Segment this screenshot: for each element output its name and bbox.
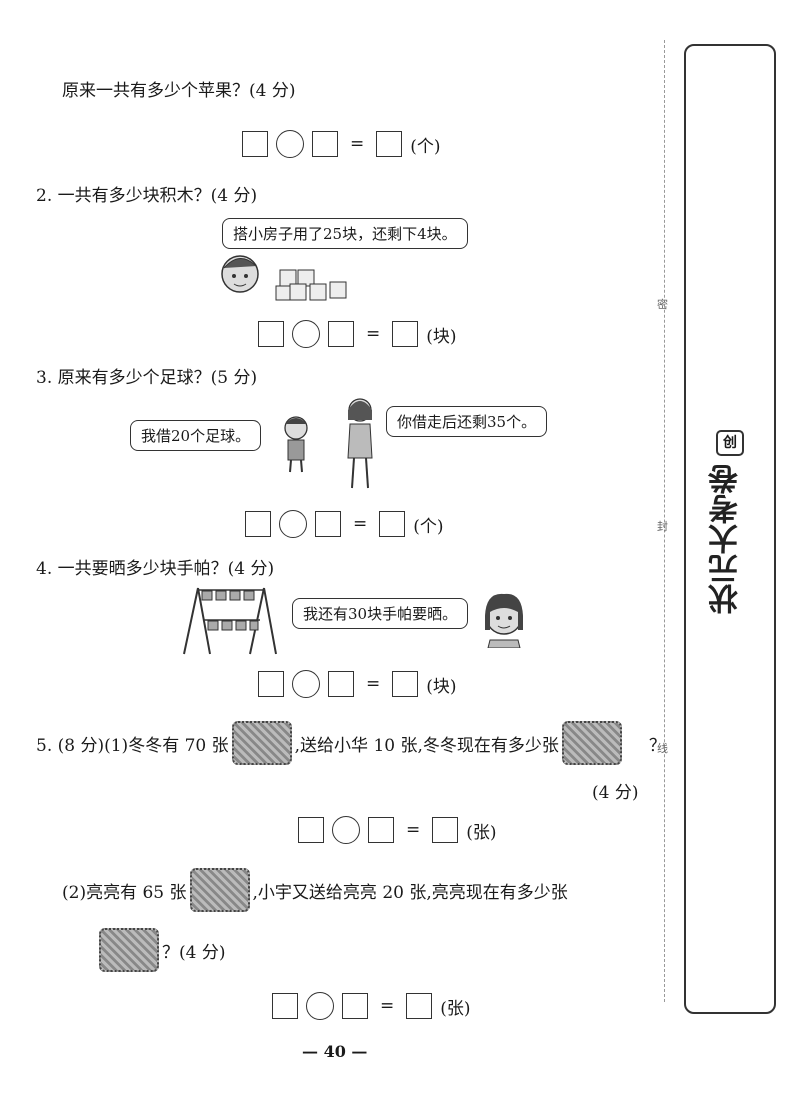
q1-equation: = (个) <box>242 130 441 158</box>
clothesline-illustration <box>183 587 277 655</box>
equals-sign: = <box>366 674 381 694</box>
speech-bubble: 我还有30块手帕要晒。 <box>292 598 469 629</box>
answer-box[interactable] <box>258 671 284 697</box>
unit-label: (块) <box>426 326 457 347</box>
answer-box[interactable] <box>272 993 298 1019</box>
equals-sign: = <box>366 324 381 344</box>
margin-char: 密 <box>657 298 668 311</box>
answer-box[interactable] <box>245 511 271 537</box>
answer-box[interactable] <box>298 817 324 843</box>
q5-part1-equation: = (张) <box>298 816 497 844</box>
answer-box[interactable] <box>392 671 419 697</box>
q2-equation: = (块) <box>258 320 457 348</box>
girl-illustration <box>284 416 308 473</box>
answer-box[interactable] <box>328 321 354 347</box>
equals-sign: = <box>406 820 421 840</box>
unit-label: (张) <box>466 822 497 843</box>
answer-box[interactable] <box>342 993 368 1019</box>
q5-part2-text-a: (2)亮亮有 65 张 <box>62 882 187 903</box>
equals-sign: = <box>380 996 395 1016</box>
answer-box[interactable] <box>379 511 406 537</box>
equals-sign: = <box>350 134 365 154</box>
q3-prompt: 3. 原来有多少个足球？(5 分) <box>36 368 258 388</box>
girl-face-illustration <box>485 593 523 648</box>
operator-circle[interactable] <box>279 510 307 538</box>
unit-label: (个) <box>410 136 441 157</box>
operator-circle[interactable] <box>306 992 334 1020</box>
speech-bubble-left: 我借20个足球。 <box>130 420 262 451</box>
card-icon <box>99 928 159 972</box>
q4-equation: = (块) <box>258 670 457 698</box>
q5-part2-prompt-cont: ？(4 分) <box>96 928 225 972</box>
answer-box[interactable] <box>315 511 341 537</box>
margin-char: 线 <box>657 742 668 755</box>
answer-box[interactable] <box>376 131 403 157</box>
q5-part2-text-c: ？(4 分) <box>162 942 226 963</box>
equals-sign: = <box>353 514 368 534</box>
speech-bubble: 搭小房子用了25块，还剩下4块。 <box>222 218 468 249</box>
card-icon <box>231 721 292 765</box>
unit-label: (张) <box>440 998 471 1019</box>
side-panel: 创 状元大考卷 <box>684 44 776 1014</box>
answer-box[interactable] <box>242 131 268 157</box>
answer-box[interactable] <box>312 131 338 157</box>
q5-part1-prompt: 5. (8 分)(1)冬冬有 70 张 ,送给小华 10 张,冬冬现在有多少张 … <box>36 721 666 765</box>
q5-part1-text-b: ,送给小华 10 张,冬冬现在有多少张 <box>294 735 559 756</box>
unit-label: (个) <box>413 516 444 537</box>
q4-prompt: 4. 一共要晒多少块手帕？(4 分) <box>36 559 275 579</box>
q5-part2-prompt: (2)亮亮有 65 张 ,小宇又送给亮亮 20 张,亮亮现在有多少张 <box>62 868 568 912</box>
q3-equation: = (个) <box>245 510 444 538</box>
q5-part1-text-a: 5. (8 分)(1)冬冬有 70 张 <box>36 735 229 756</box>
brand-badge-icon: 创 <box>716 430 744 456</box>
card-icon <box>189 868 250 912</box>
operator-circle[interactable] <box>276 130 304 158</box>
answer-box[interactable] <box>368 817 394 843</box>
answer-box[interactable] <box>328 671 354 697</box>
q5-part2-equation: = (张) <box>272 992 471 1020</box>
q5-part1-score: (4 分) <box>592 783 639 803</box>
boy-with-blocks-illustration <box>221 255 347 301</box>
seal-line <box>664 40 665 1002</box>
operator-circle[interactable] <box>332 816 360 844</box>
q5-part2-text-b: ,小宇又送给亮亮 20 张,亮亮现在有多少张 <box>252 882 568 903</box>
answer-box[interactable] <box>258 321 284 347</box>
operator-circle[interactable] <box>292 320 320 348</box>
q1-prompt: 原来一共有多少个苹果？(4 分) <box>62 81 296 101</box>
woman-illustration <box>347 398 373 489</box>
q2-prompt: 2. 一共有多少块积木？(4 分) <box>36 186 258 206</box>
margin-char: 封 <box>657 520 668 533</box>
operator-circle[interactable] <box>292 670 320 698</box>
answer-box[interactable] <box>406 993 433 1019</box>
speech-bubble-right: 你借走后还剩35个。 <box>386 406 548 437</box>
unit-label: (块) <box>426 676 457 697</box>
page-number: — 40 — <box>302 1042 368 1061</box>
q5-part1-text-c: ？ <box>648 735 666 756</box>
answer-box[interactable] <box>432 817 459 843</box>
answer-box[interactable] <box>392 321 419 347</box>
brand-logo: 状元大考卷 <box>709 464 744 614</box>
card-icon <box>561 721 622 765</box>
